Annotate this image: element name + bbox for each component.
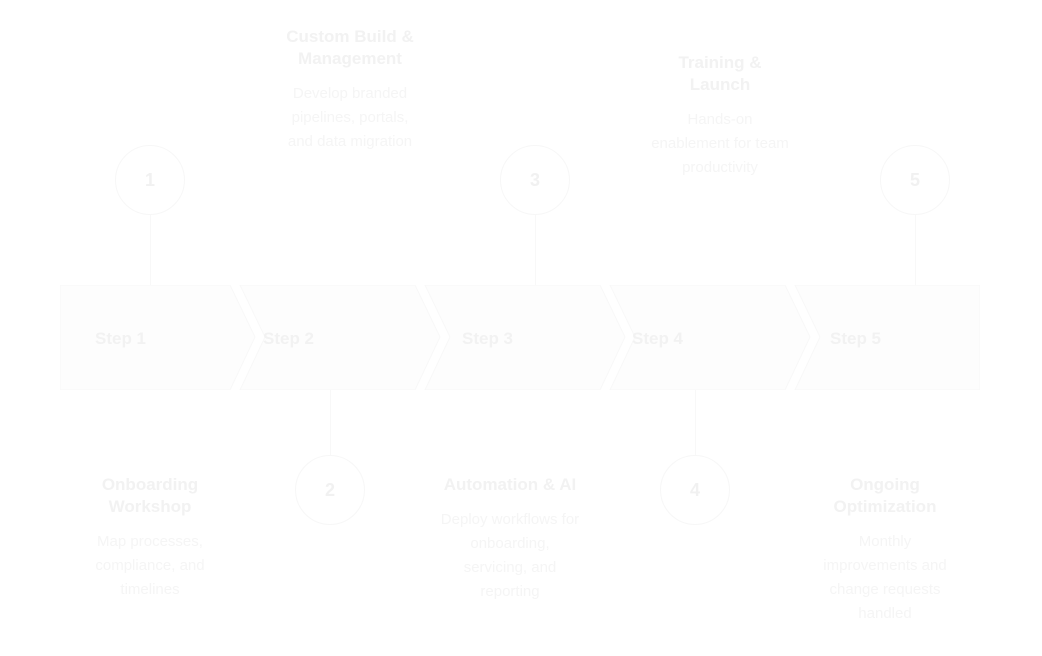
step-number-circle-4: 4 bbox=[660, 455, 730, 525]
connector-4 bbox=[695, 390, 696, 455]
chevron-step-5 bbox=[794, 285, 980, 390]
connector-5 bbox=[915, 215, 916, 285]
step-description-2: Develop branded pipelines, portals, and … bbox=[287, 85, 413, 150]
step-label-5: Step 5 bbox=[830, 329, 882, 348]
step-number-5: 5 bbox=[909, 169, 920, 190]
step-number-4: 4 bbox=[689, 479, 700, 500]
step-label-4: Step 4 bbox=[632, 329, 684, 348]
step-number-circle-3: 3 bbox=[500, 145, 570, 215]
chevron-step-4 bbox=[609, 285, 811, 390]
step-title-2: Custom Build & Management bbox=[286, 27, 414, 68]
process-chevron-band bbox=[60, 285, 980, 390]
chevron-step-1 bbox=[60, 285, 256, 390]
step-number-1: 1 bbox=[144, 169, 155, 190]
chevron-step-2 bbox=[239, 285, 441, 390]
step-description-1: Map processes, compliance, and timelines bbox=[95, 533, 205, 598]
step-number-circle-5: 5 bbox=[880, 145, 950, 215]
step-card-1: Onboarding Workshop Map processes, compl… bbox=[80, 474, 220, 602]
step-number-2: 2 bbox=[324, 479, 335, 500]
step-card-2: Custom Build & Management Develop brande… bbox=[280, 26, 420, 154]
step-description-5: Monthly improvements and change requests… bbox=[823, 533, 947, 622]
step-card-5: Ongoing Optimization Monthly improvement… bbox=[815, 474, 955, 626]
step-title-4: Training & Launch bbox=[678, 53, 762, 94]
step-label-1: Step 1 bbox=[95, 329, 147, 348]
chevron-step-3 bbox=[424, 285, 626, 390]
step-description-4: Hands-on enablement for team productivit… bbox=[651, 111, 789, 176]
step-title-3: Automation & AI bbox=[443, 475, 577, 494]
step-number-3: 3 bbox=[529, 169, 540, 190]
step-description-3: Deploy workflows for onboarding, servici… bbox=[440, 511, 580, 600]
step-card-3: Automation & AI Deploy workflows for onb… bbox=[440, 474, 580, 604]
step-label-2: Step 2 bbox=[263, 329, 315, 348]
step-title-1: Onboarding Workshop bbox=[101, 475, 199, 516]
connector-3 bbox=[535, 215, 536, 285]
step-number-circle-2: 2 bbox=[295, 455, 365, 525]
step-title-5: Ongoing Optimization bbox=[833, 475, 937, 516]
step-card-4: Training & Launch Hands-on enablement fo… bbox=[650, 52, 790, 180]
connector-1 bbox=[150, 215, 151, 285]
step-number-circle-1: 1 bbox=[115, 145, 185, 215]
connector-2 bbox=[330, 390, 331, 455]
step-label-3: Step 3 bbox=[462, 329, 514, 348]
